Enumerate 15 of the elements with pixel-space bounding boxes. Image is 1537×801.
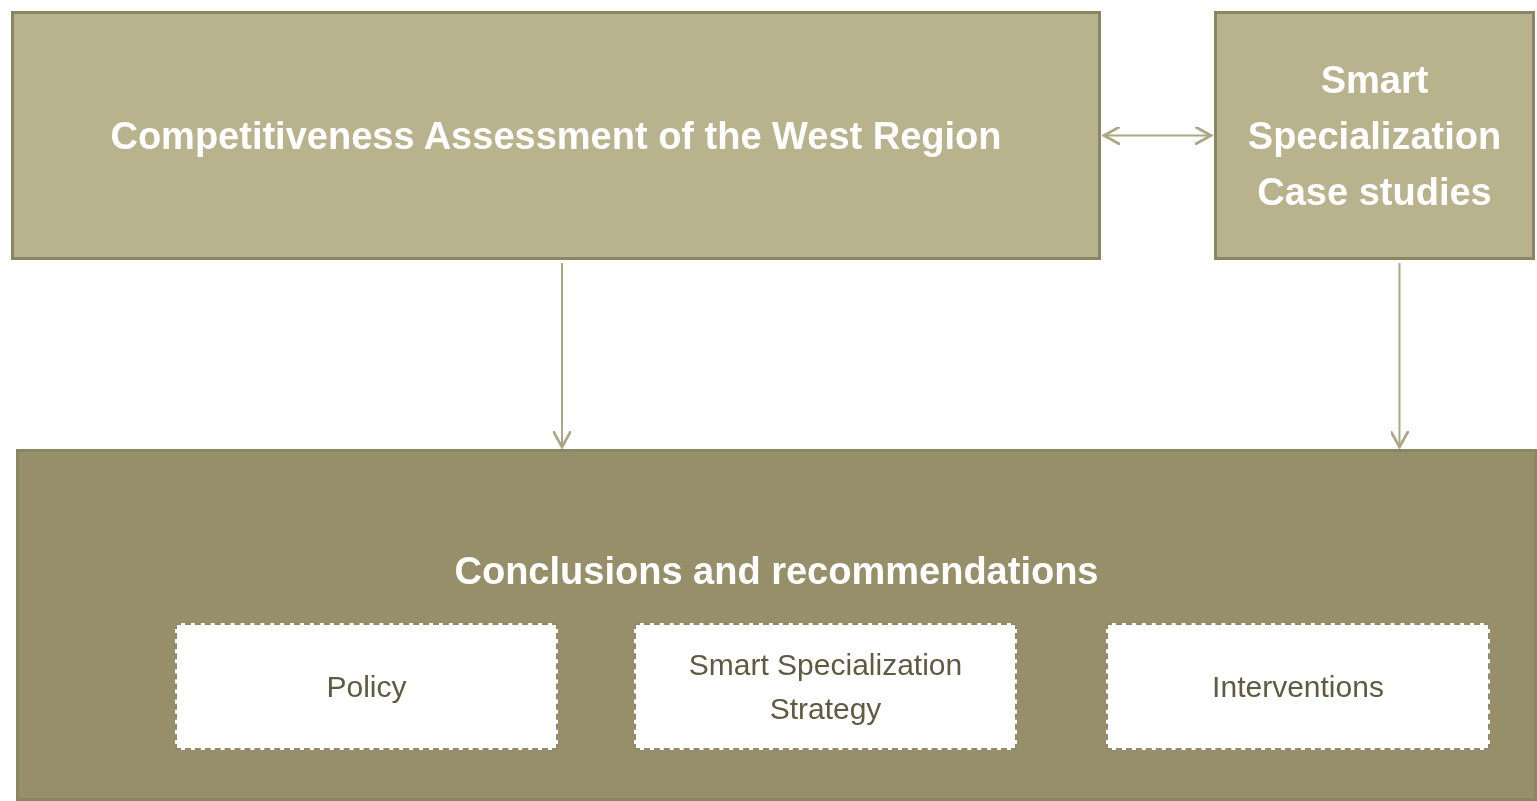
arrow [551, 262, 573, 449]
process-box [11, 11, 1101, 260]
box-label: Smart Specialization Strategy [687, 646, 964, 727]
box-label: Conclusions and recommendations [454, 549, 1099, 594]
box-label: Smart Specialization Case studies [1246, 57, 1503, 215]
item-box [175, 623, 558, 750]
item-box [1106, 623, 1490, 750]
arrow [1389, 262, 1410, 449]
container-box [16, 449, 1537, 801]
item-box [634, 623, 1017, 750]
box-label: Competitiveness Assessment of the West Region [110, 113, 1002, 159]
box-label: Interventions [1212, 668, 1384, 705]
box-label: Policy [326, 668, 407, 705]
process-box [1214, 11, 1535, 260]
arrow [1102, 125, 1213, 146]
